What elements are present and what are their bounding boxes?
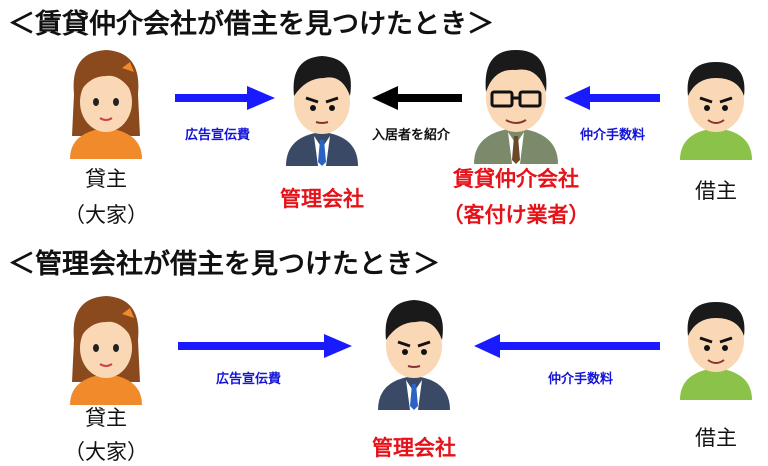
- arrow-commission: [564, 86, 660, 110]
- scenario2-heading: ＜管理会社が借主を見つけたとき＞: [8, 249, 440, 280]
- broker-label: 賃貸仲介会社: [453, 167, 579, 191]
- arrow-commission-label: 仲介手数料: [580, 128, 646, 143]
- broker-sub-label: （客付け業者）: [442, 203, 590, 227]
- tenant-label: 借主: [695, 179, 737, 203]
- manager-label-2: 管理会社: [372, 436, 456, 460]
- landlord-woman-icon-2: [60, 290, 152, 405]
- landlord-sub-label: （大家）: [64, 203, 148, 227]
- tenant-label-2: 借主: [695, 426, 737, 450]
- arrow-referral: [372, 86, 462, 110]
- manager-icon-2: [372, 288, 456, 410]
- landlord-label-2: 貸主: [85, 406, 127, 430]
- arrow-ad-fee-label-2: 広告宣伝費: [216, 372, 282, 387]
- arrow-referral-label: 入居者を紹介: [372, 128, 451, 143]
- broker-glasses-icon: [468, 40, 564, 164]
- arrow-commission-label-2: 仲介手数料: [548, 372, 614, 387]
- tenant-icon-2: [674, 296, 758, 400]
- arrow-ad-fee-label: 広告宣伝費: [185, 128, 251, 143]
- landlord-woman-icon: [60, 44, 152, 159]
- arrow-commission-2: [474, 334, 660, 358]
- manager-label: 管理会社: [280, 187, 364, 211]
- landlord-sub-label-2: （大家）: [64, 440, 148, 464]
- tenant-icon: [674, 56, 758, 160]
- arrow-ad-fee-2: [178, 334, 352, 358]
- landlord-label: 貸主: [85, 167, 127, 191]
- scenario1-heading: ＜賃貸仲介会社が借主を見つけたとき＞: [8, 9, 494, 40]
- manager-icon: [280, 44, 364, 166]
- arrow-ad-fee: [175, 86, 275, 110]
